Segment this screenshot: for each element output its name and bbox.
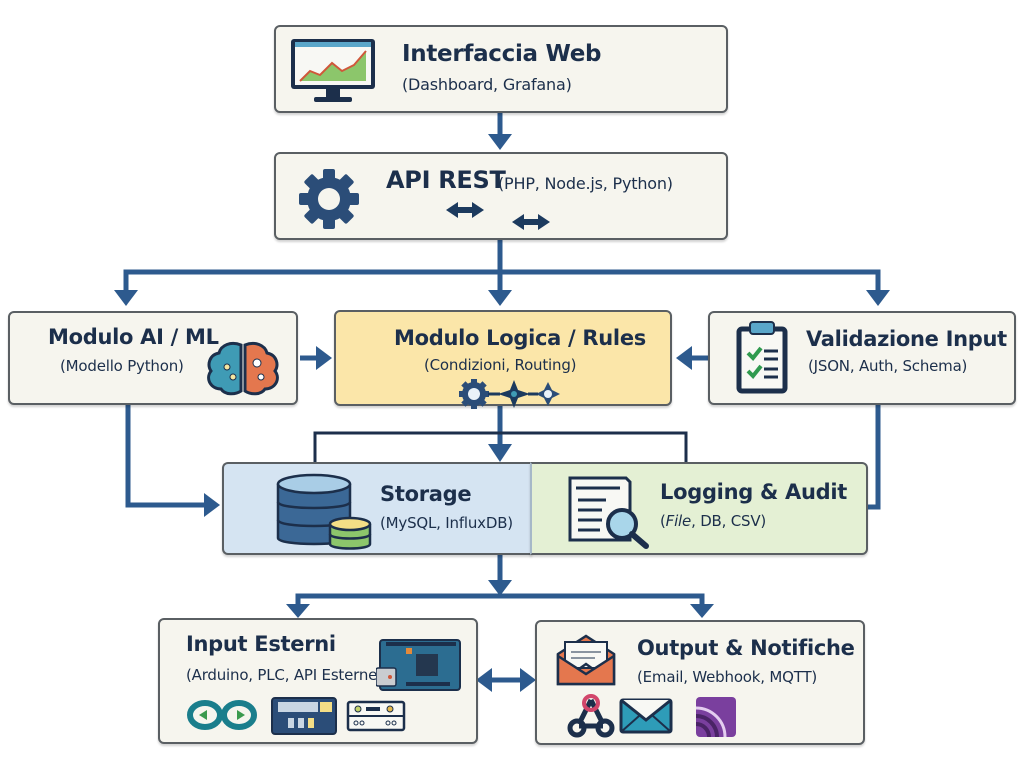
node-title: Modulo AI / ML	[48, 325, 219, 349]
node-interfaccia-web: Interfaccia Web (Dashboard, Grafana)	[274, 25, 728, 113]
node-storage: Storage (MySQL, InfluxDB)	[222, 462, 532, 555]
node-subtitle: (Dashboard, Grafana)	[402, 75, 572, 94]
arduino-logo-icon	[187, 700, 257, 730]
bracket-line	[313, 431, 688, 462]
arrowhead	[866, 290, 890, 306]
database-icon	[276, 473, 372, 550]
arrowhead	[286, 604, 310, 618]
node-title: Storage	[380, 482, 472, 506]
arrowhead	[476, 668, 492, 692]
node-subtitle: (Email, Webhook, MQTT)	[637, 668, 818, 686]
arrowhead	[488, 580, 512, 596]
edge-storage-input	[295, 593, 500, 606]
node-title: Output & Notifiche	[637, 636, 855, 660]
node-title: API REST	[386, 166, 506, 194]
email-icon	[619, 698, 673, 734]
node-title: Input Esterni	[186, 632, 336, 656]
gear-icon	[299, 169, 359, 229]
arrowhead	[520, 668, 536, 692]
arrowhead	[488, 134, 512, 150]
edge-api-ai	[123, 269, 500, 293]
edge-api-validation	[500, 269, 881, 293]
arrowhead	[316, 346, 332, 370]
rules-nodes-icon	[459, 379, 560, 409]
mqtt-icon	[695, 697, 736, 738]
subtitle-rest: , DB, CSV)	[691, 512, 767, 530]
node-title: Modulo Logica / Rules	[394, 326, 646, 350]
bidirectional-arrows-icon	[446, 202, 550, 230]
node-subtitle: (JSON, Auth, Schema)	[808, 357, 968, 375]
arrowhead	[114, 290, 138, 306]
node-title: Interfaccia Web	[402, 41, 602, 67]
brain-icon	[207, 341, 279, 396]
node-subtitle: (Modello Python)	[60, 357, 184, 375]
edge-storage-output	[500, 593, 705, 606]
node-modulo-logica-rules: Modulo Logica / Rules (Condizioni, Routi…	[334, 310, 672, 409]
node-validazione-input: Validazione Input (JSON, Auth, Schema)	[708, 311, 1016, 405]
arrowhead	[690, 604, 714, 618]
node-title: Logging & Audit	[660, 480, 847, 504]
node-modulo-ai-ml: Modulo AI / ML (Modello Python)	[8, 311, 298, 405]
subtitle-open: (	[660, 512, 666, 530]
edge-ai-storage	[125, 405, 205, 508]
node-output-notifiche: Output & Notifiche (Email, Webhook, MQTT…	[535, 620, 865, 745]
arrowhead	[488, 290, 512, 306]
node-subtitle: (Condizioni, Routing)	[424, 356, 577, 374]
plc-icon	[271, 697, 337, 735]
arduino-board-icon	[376, 639, 461, 691]
arrowhead	[488, 444, 512, 462]
edge-validation-logging	[868, 405, 881, 510]
node-api-rest: API REST (PHP, Node.js, Python)	[274, 152, 728, 240]
node-subtitle: (PHP, Node.js, Python)	[498, 174, 673, 193]
arrowhead	[204, 493, 220, 517]
clipboard-check-icon	[736, 321, 788, 394]
device-module-icon	[346, 700, 406, 732]
node-input-esterni: Input Esterni (Arduino, PLC, API Esterne…	[158, 618, 478, 744]
node-subtitle: (Arduino, PLC, API Esterne)	[186, 666, 383, 684]
arrowhead	[676, 346, 692, 370]
node-logging-audit: Logging & Audit (File, DB, CSV)	[530, 462, 868, 555]
node-title: Validazione Input	[806, 327, 1007, 351]
webhook-icon	[567, 694, 615, 738]
monitor-chart-icon	[291, 39, 375, 102]
node-subtitle: (File, DB, CSV)	[660, 512, 766, 530]
node-subtitle: (MySQL, InfluxDB)	[380, 514, 513, 532]
document-search-icon	[568, 476, 649, 549]
subtitle-italic: File	[665, 512, 692, 530]
open-envelope-icon	[556, 634, 616, 686]
